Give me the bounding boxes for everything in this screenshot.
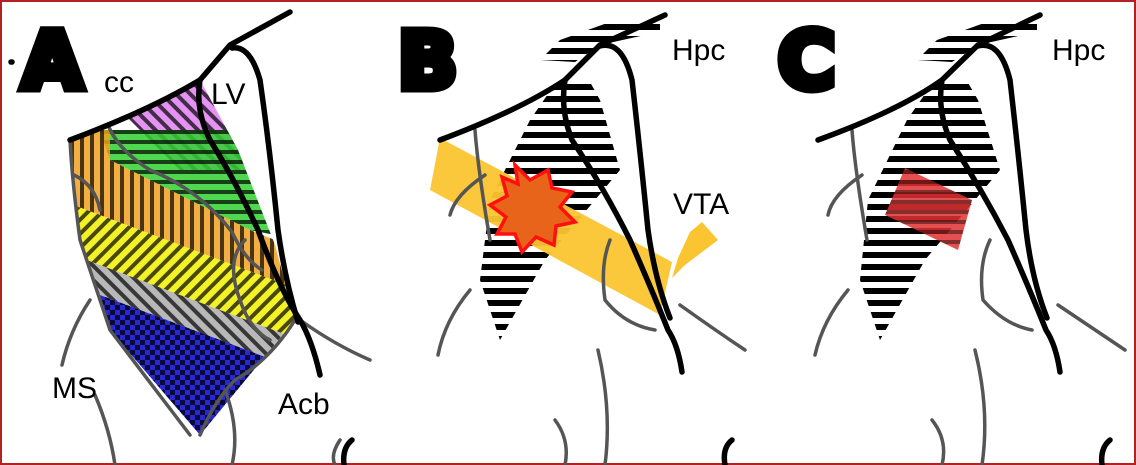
c-boundary-7: [932, 420, 944, 465]
label-cc: cc: [104, 66, 134, 99]
b-boundary-5: [680, 305, 745, 350]
label-vta: VTA: [673, 188, 729, 221]
c-boundary-1: [852, 130, 867, 240]
c-boundary-6: [975, 350, 985, 465]
panel-letter-b: B: [398, 17, 457, 107]
vta-arrow: [672, 222, 718, 278]
panel-c: C Hpc: [778, 15, 1125, 465]
acb-curve: [333, 440, 340, 465]
label-hpc-c: Hpc: [1052, 34, 1105, 67]
b-boundary-6: [598, 350, 607, 465]
acb-arc: [344, 440, 352, 465]
b-boundary-7: [555, 420, 566, 465]
label-lv: LV: [211, 78, 245, 111]
c-boundary-3: [982, 240, 1032, 330]
label-ms: MS: [52, 372, 97, 405]
panel-letter-c: C: [778, 17, 835, 107]
label-hpc-b: Hpc: [672, 34, 725, 67]
ms-line: [62, 300, 90, 365]
panel-b: B Hpc VTA: [398, 15, 745, 465]
c-acb-arc: [1102, 440, 1110, 465]
panel-a: A cc LV MS Acb: [11, 12, 370, 465]
panel-letter-a: A: [22, 17, 82, 107]
label-acb: Acb: [278, 388, 330, 421]
c-boundary-5: [1058, 305, 1125, 350]
b-acb-arc: [724, 440, 732, 465]
c-boundary-4: [815, 290, 848, 355]
b-boundary-4: [438, 290, 470, 355]
lower-line: [95, 395, 115, 465]
